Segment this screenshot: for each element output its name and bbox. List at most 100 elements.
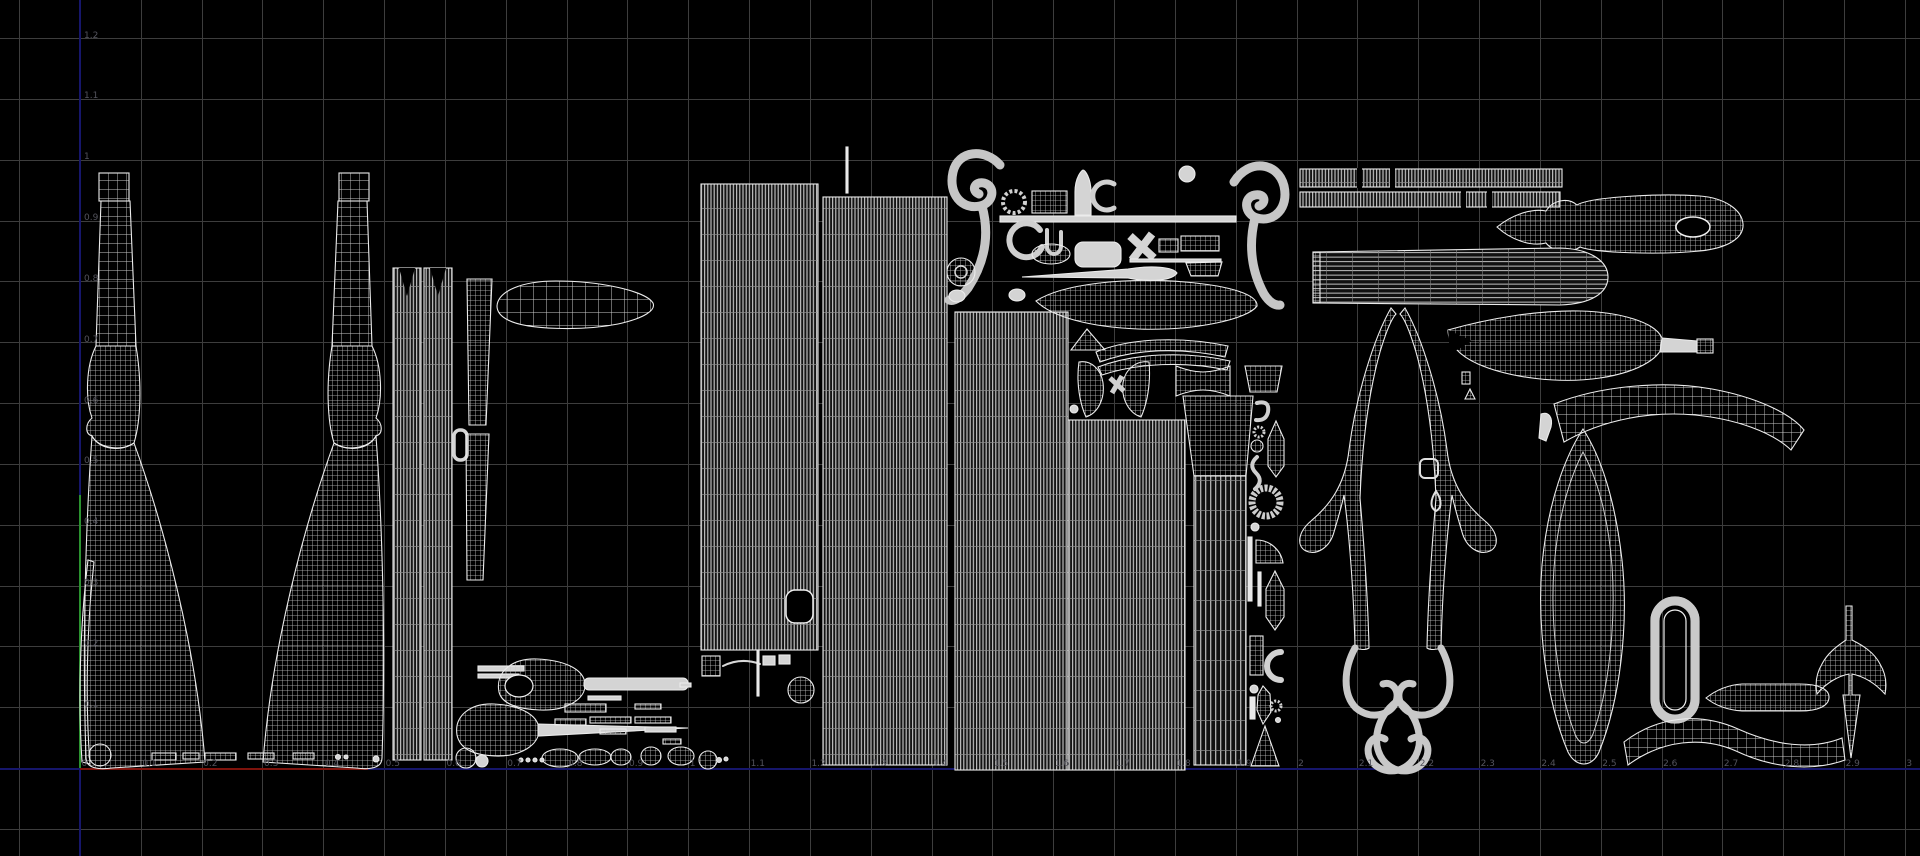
guard-scroll-ml[interactable] [1342, 644, 1401, 719]
dot-a[interactable] [1178, 165, 1196, 183]
dot-mid-d[interactable] [539, 757, 545, 763]
top-strip-1-gap-b[interactable] [1390, 168, 1395, 188]
rod-thin[interactable] [1129, 258, 1222, 263]
dot-end-a[interactable] [715, 756, 723, 764]
barrel-strip-2[interactable] [423, 267, 453, 761]
bar-1[interactable] [151, 752, 177, 761]
oval-s2[interactable] [1008, 288, 1026, 302]
stock-left-cap[interactable] [98, 172, 130, 202]
stock-left-butt[interactable] [83, 434, 206, 770]
rib-slab-end[interactable] [1312, 251, 1321, 304]
dot-tiny[interactable] [1069, 404, 1079, 414]
dot-row-b[interactable] [343, 754, 349, 760]
wavy-band[interactable] [1623, 718, 1846, 768]
x-cross[interactable] [1127, 231, 1157, 263]
ladder-f[interactable] [599, 728, 627, 735]
receiver-panel-left[interactable] [954, 311, 1069, 771]
leaf-v-left[interactable] [1077, 361, 1104, 418]
cone-funnel[interactable] [1069, 328, 1107, 351]
ladder-i[interactable] [662, 738, 682, 745]
pin-a[interactable] [679, 682, 692, 688]
dot-end-b[interactable] [723, 756, 729, 762]
rod-v1[interactable] [1247, 536, 1253, 602]
pebble-g[interactable] [455, 747, 477, 769]
tiny-drop[interactable] [1430, 489, 1442, 513]
ball-mesh[interactable] [787, 676, 815, 704]
pebble-f[interactable] [698, 750, 718, 770]
tiny-square[interactable] [1419, 458, 1439, 479]
barrel-strip-2-notch[interactable] [430, 268, 446, 296]
ladder-c[interactable] [564, 703, 607, 713]
barrel-strip-1[interactable] [392, 267, 422, 761]
obelisk[interactable] [1074, 169, 1092, 216]
chip-b[interactable] [778, 654, 791, 665]
spindle[interactable] [1447, 310, 1664, 381]
hammer-curl-right[interactable] [1229, 161, 1290, 310]
top-strip-2-gap-a[interactable] [1461, 191, 1466, 208]
stock-right-cap[interactable] [338, 172, 370, 202]
patch-c[interactable] [1180, 235, 1220, 252]
arc-wire[interactable] [722, 660, 761, 667]
dot-mid-b[interactable] [525, 757, 531, 763]
barrel-strip-1-notch[interactable] [399, 268, 415, 296]
spindle-tab[interactable] [1696, 338, 1714, 354]
stock-right-butt[interactable] [262, 434, 385, 770]
gear-wheel[interactable] [1001, 189, 1027, 215]
oval-patch[interactable] [1031, 243, 1071, 265]
bar-9[interactable] [644, 726, 677, 733]
top-strip-1-gap-a[interactable] [1357, 168, 1362, 188]
bullet-b[interactable] [1265, 569, 1285, 631]
c-hook-a[interactable] [1090, 179, 1117, 213]
loop-link[interactable] [1650, 596, 1700, 724]
trigger-fork-upper-handle[interactable] [583, 677, 689, 691]
pebble-h[interactable] [475, 754, 489, 768]
spindle-tip[interactable] [1659, 337, 1698, 353]
stock-left-neck[interactable] [95, 200, 137, 347]
bar-8[interactable] [587, 695, 622, 701]
tiny-mark-a[interactable] [1461, 371, 1471, 385]
bar-5[interactable] [292, 752, 315, 760]
spinner-hub[interactable] [954, 265, 968, 279]
leaf-stem[interactable] [1538, 412, 1553, 442]
hook-b[interactable] [1254, 400, 1271, 423]
pin-line[interactable] [845, 146, 849, 194]
ladder-g[interactable] [634, 703, 662, 710]
patch-d[interactable] [1249, 635, 1264, 676]
rib-slab[interactable] [1312, 247, 1609, 306]
oval-s1[interactable] [948, 289, 966, 303]
x-small[interactable] [1108, 374, 1126, 395]
bar-4[interactable] [247, 752, 275, 760]
pebble-c[interactable] [610, 748, 632, 766]
leaf-inner-contour[interactable] [1552, 450, 1614, 744]
top-strip-2-gap-b[interactable] [1487, 191, 1492, 208]
dot-mid-c[interactable] [532, 757, 538, 763]
link-ring[interactable] [452, 428, 469, 462]
bar-2[interactable] [182, 752, 200, 760]
spindle-tail-notch[interactable] [1448, 330, 1472, 354]
rod-long[interactable] [999, 215, 1237, 223]
top-strip-1[interactable] [1299, 168, 1563, 188]
file-handle-hole[interactable] [1675, 216, 1711, 238]
fan-shell[interactable] [1255, 539, 1284, 564]
block-round[interactable] [1074, 241, 1122, 268]
tent-cone[interactable] [1250, 724, 1280, 767]
stock-right-action[interactable] [327, 345, 382, 449]
rail-a[interactable] [1095, 339, 1229, 363]
dot-d[interactable] [1274, 716, 1282, 724]
ring-donut[interactable] [1248, 484, 1284, 520]
spinner[interactable] [946, 257, 976, 287]
guard-scroll-mr[interactable] [1395, 644, 1454, 719]
leaf-v-right[interactable] [1122, 361, 1151, 418]
bracket[interactable] [1185, 261, 1223, 277]
forend-tip-oval[interactable] [496, 280, 655, 330]
ladder-chip-a[interactable] [701, 655, 721, 677]
rod-v2[interactable] [1257, 571, 1262, 607]
gear-dot-a[interactable] [1252, 425, 1266, 439]
receiver-panel-right[interactable] [1067, 419, 1186, 771]
ball-big[interactable] [88, 743, 112, 767]
dart[interactable] [1815, 605, 1887, 759]
stock-right-neck[interactable] [331, 200, 373, 347]
s-hook[interactable] [1250, 455, 1262, 491]
ladder-h[interactable] [634, 716, 672, 724]
